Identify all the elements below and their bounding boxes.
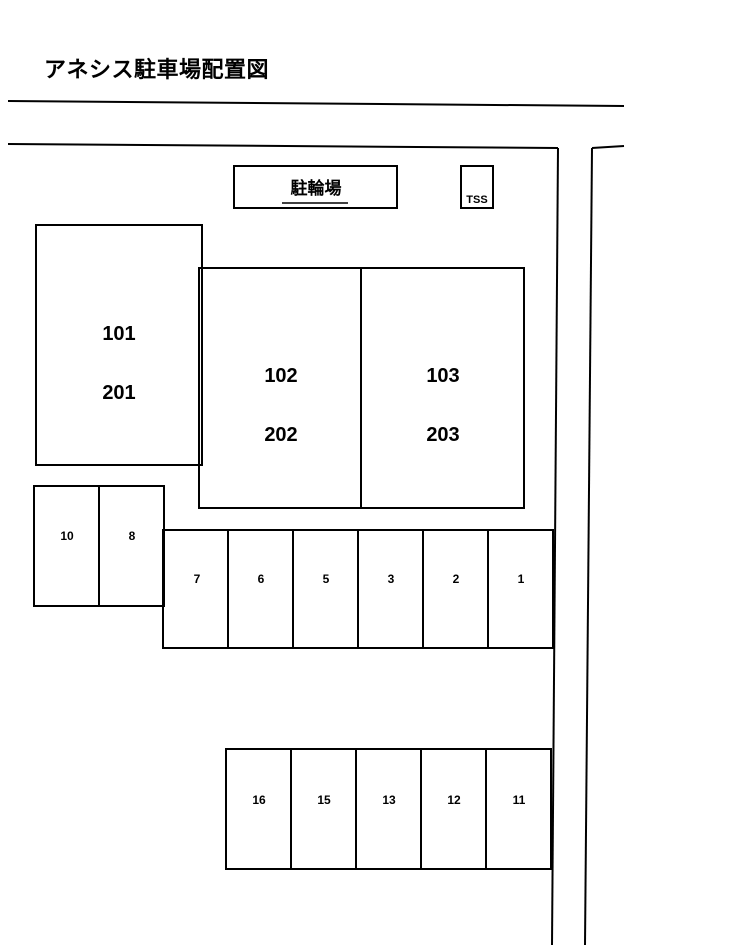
parking-space [98, 485, 165, 607]
parking-space-number: 8 [129, 529, 136, 543]
parking-space [227, 529, 294, 649]
property-boundary-right [551, 147, 559, 945]
parking-space-number: 3 [388, 572, 395, 586]
unit-label-upper: 101 [102, 323, 135, 345]
parking-space [355, 748, 422, 870]
parking-space-number: 10 [60, 529, 74, 543]
parking-space-number: 11 [513, 793, 526, 807]
parking-space-number: 1 [518, 572, 525, 586]
parking-space [420, 748, 487, 870]
unit-label-upper: 102 [264, 365, 297, 387]
bicycle-parking-label: 駐輪場 [291, 178, 342, 199]
building-101-201 [35, 224, 203, 466]
parking-space-number: 7 [194, 572, 201, 586]
parking-space [290, 748, 357, 870]
unit-label-lower: 201 [102, 382, 135, 404]
parking-space-number: 16 [252, 793, 266, 807]
tss-box [460, 165, 494, 209]
parking-space [292, 529, 359, 649]
page-title: アネシス駐車場配置図 [44, 58, 270, 83]
parking-space [487, 529, 554, 649]
parking-space-number: 5 [323, 572, 330, 586]
road-edge-top-right [591, 145, 625, 149]
parking-space-number: 15 [317, 793, 331, 807]
parking-space [357, 529, 424, 649]
parking-space-number: 12 [447, 793, 461, 807]
road-line-top [7, 100, 625, 107]
road-line-inner [7, 143, 559, 149]
road-edge-right [584, 147, 593, 945]
parking-space [422, 529, 489, 649]
tss-label: TSS [466, 194, 487, 206]
bicycle-parking [233, 165, 398, 209]
unit-label-lower: 202 [264, 424, 297, 446]
parking-space [225, 748, 292, 870]
building-102-202 [198, 267, 362, 509]
parking-space-number: 13 [382, 793, 396, 807]
unit-label-upper: 103 [426, 365, 459, 387]
building-103-203 [360, 267, 525, 509]
parking-space [162, 529, 229, 649]
parking-space-number: 6 [258, 572, 265, 586]
parking-space [485, 748, 552, 870]
parking-space [33, 485, 100, 607]
unit-label-lower: 203 [426, 424, 459, 446]
parking-space-number: 2 [453, 572, 460, 586]
